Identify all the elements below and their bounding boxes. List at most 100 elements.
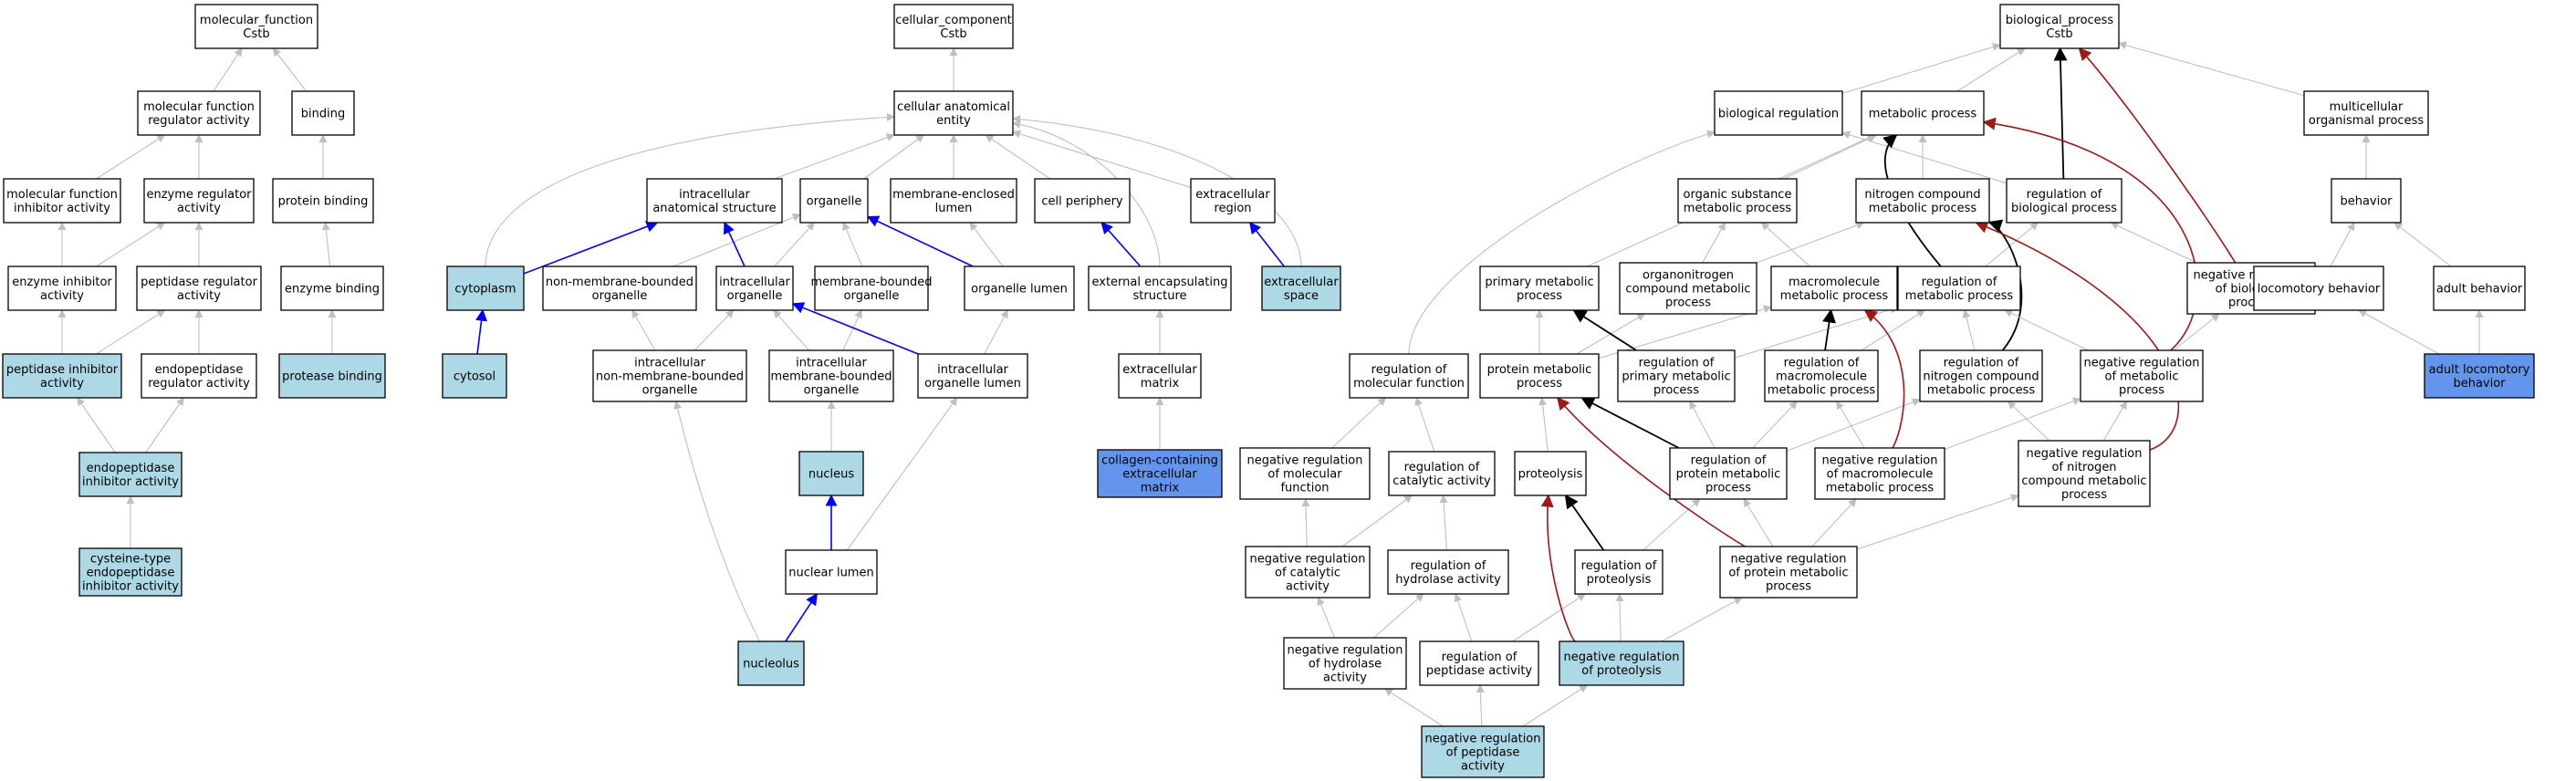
go-term-node[interactable]: nucleus	[798, 451, 864, 496]
go-term-node[interactable]: metabolic process	[1861, 90, 1985, 136]
go-term-node[interactable]: intracellularnon-membrane-boundedorganel…	[592, 349, 747, 402]
go-term-node[interactable]: cytoplasm	[446, 266, 525, 311]
node-label-line: membrane-enclosed	[892, 188, 1015, 202]
go-term-node[interactable]: protease binding	[278, 353, 386, 399]
node-box	[2018, 440, 2151, 507]
go-term-node[interactable]: cytosol	[442, 353, 507, 399]
node-label-line: multicellular	[2330, 100, 2404, 114]
node-label-line: of nitrogen	[2051, 461, 2116, 474]
node-label-line: inhibitor activity	[14, 202, 110, 215]
edge-reg_prim-to-prim_met	[1572, 309, 1637, 351]
node-label-line: regulation of	[1371, 363, 1447, 377]
go-term-node[interactable]: enzyme binding	[280, 266, 384, 311]
go-term-node[interactable]: locomotory behavior	[2253, 266, 2384, 311]
node-box	[1814, 447, 1945, 500]
node-box	[1088, 266, 1232, 311]
node-label-line: non-membrane-bounded	[596, 370, 744, 384]
node-label-line: of hydrolase	[1309, 658, 1382, 672]
node-label-line: regulation of	[1581, 559, 1657, 573]
go-term-node[interactable]: adult behavior	[2433, 266, 2526, 311]
edge-nucleolus-to-inmbo	[673, 401, 761, 642]
edge-iol-to-org_lumen	[984, 309, 1008, 355]
node-label-line: behavior	[2453, 377, 2506, 390]
node-box	[291, 90, 355, 136]
go-term-node[interactable]: cell periphery	[1034, 178, 1131, 224]
go-term-node[interactable]: organelle lumen	[964, 266, 1075, 311]
go-term-node[interactable]: biological regulation	[1714, 90, 1843, 136]
node-label-line: of peptidase	[1446, 746, 1520, 760]
node-label-line: of macromolecule	[1827, 468, 1934, 482]
node-box	[1388, 451, 1496, 496]
edge-ext_space-to-cae	[1012, 115, 1302, 267]
go-term-node[interactable]: binding	[291, 90, 355, 136]
node-label-line: of catalytic	[1275, 567, 1340, 580]
node-label-line: hydrolase activity	[1395, 573, 1501, 587]
go-term-node[interactable]: proteolysis	[1514, 451, 1587, 496]
go-term-node[interactable]: nucleolus	[737, 640, 805, 686]
go-term-node[interactable]: organelle	[799, 178, 869, 224]
node-box	[272, 178, 374, 224]
go-term-node[interactable]: nuclear lumen	[785, 549, 878, 595]
go-term-node[interactable]: protein binding	[272, 178, 374, 224]
go-term-node[interactable]: behavior	[2331, 178, 2402, 224]
edge-bio_reg-to-bp_cstb	[1841, 43, 2001, 94]
edge-met_proc-to-bp_cstb	[1956, 47, 2026, 92]
node-box	[2, 353, 122, 399]
node-label-line: peptidase activity	[1426, 664, 1533, 678]
node-box	[1919, 349, 2043, 402]
